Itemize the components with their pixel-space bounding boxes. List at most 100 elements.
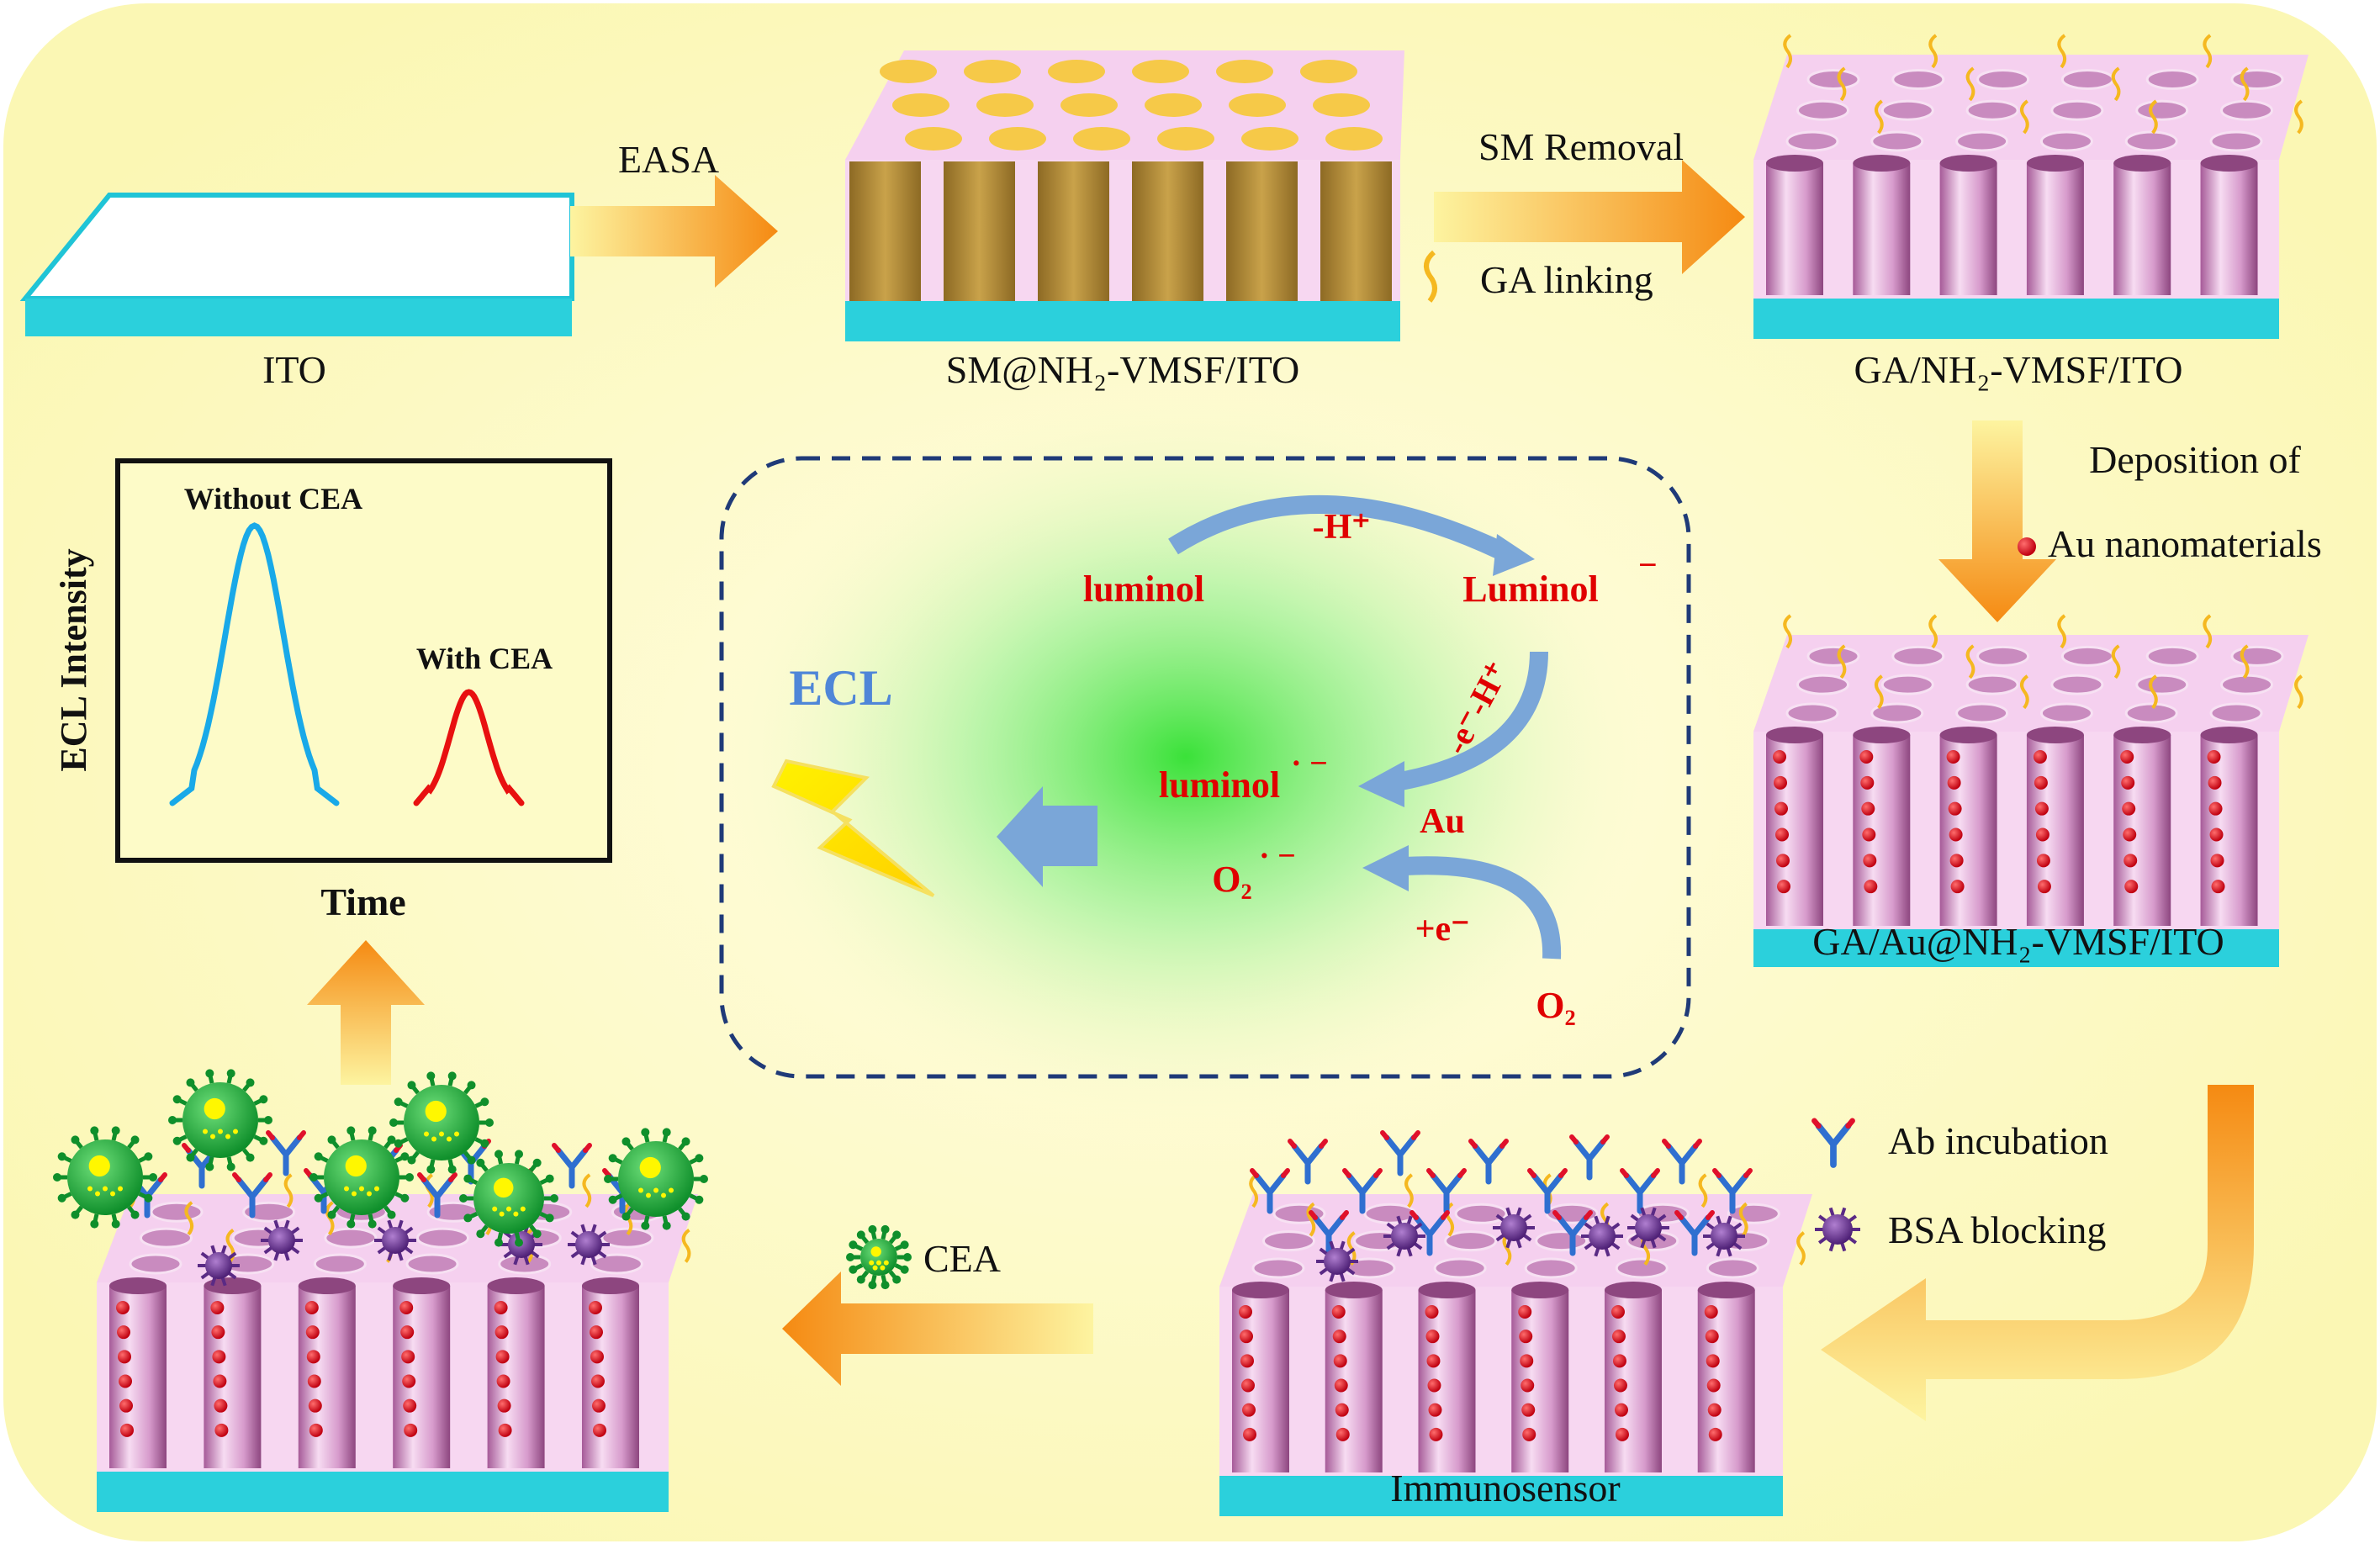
pore-opening [1965, 99, 2019, 121]
pore-channel [2113, 163, 2171, 295]
cea-bound-block [53, 1069, 708, 1512]
template-top [905, 127, 962, 151]
ga-linker [184, 1201, 194, 1236]
pore-opening [2145, 68, 2199, 90]
luminol-anion-charge: − [1638, 546, 1658, 584]
luminol-anion-label: Luminol [1462, 568, 1598, 610]
au-nanoparticle [402, 1374, 416, 1388]
pore-channel [2200, 735, 2258, 926]
au-nanoparticle [403, 1398, 417, 1413]
template-top [989, 127, 1046, 151]
pore-opening [1955, 702, 2009, 724]
au-nanoparticle [214, 1398, 228, 1413]
template-top [1313, 93, 1370, 117]
au-nanoparticle [1428, 1403, 1442, 1417]
au-nanoparticle [1706, 1378, 1721, 1393]
au-nanoparticle [1777, 880, 1790, 894]
ga-linker [2240, 66, 2250, 102]
x-axis-label: Time [320, 880, 405, 923]
au-nanoparticle [2033, 750, 2047, 764]
curved-arrow [1821, 1085, 2254, 1421]
pore-channel [1766, 735, 1823, 926]
pore-rim [1853, 155, 1911, 172]
au-nanoparticle [120, 1423, 134, 1437]
template-top [1060, 93, 1118, 117]
pore-rim [1604, 1282, 1662, 1298]
pore-channel [1697, 1290, 1755, 1472]
pore-rim [1325, 1282, 1383, 1298]
ito-layer [1219, 1476, 1783, 1516]
au-nanoparticle [590, 1350, 604, 1364]
ga-vmsf-label: GA/NH₂-VMSF/ITO [1854, 348, 2183, 391]
au-nanoparticle [2037, 880, 2051, 894]
ga-linker [2240, 644, 2250, 679]
au-nanoparticle [2123, 854, 2138, 868]
au-nanoparticle [1615, 1427, 1629, 1441]
pore-rim [2113, 727, 2171, 743]
ga-linker [1928, 34, 1938, 69]
au-nanoparticle [2208, 775, 2222, 790]
luminol-radical-label: luminol [1159, 764, 1280, 806]
pore-opening [1891, 68, 1945, 90]
pore-opening [242, 1201, 296, 1223]
pore-channel [204, 1286, 262, 1468]
template-top [1157, 127, 1214, 151]
ecl-label: ECL [789, 660, 892, 716]
pore-opening [1262, 1230, 1315, 1252]
ga-linker [1346, 1231, 1357, 1266]
pore-rim [1766, 727, 1823, 743]
au-nanoparticle [2209, 827, 2224, 842]
template-top [1325, 127, 1383, 151]
ga-linker-icon [1424, 250, 1437, 303]
pore-channel [1511, 1290, 1569, 1472]
au-nanoparticle [1425, 1330, 1440, 1344]
pore-rim [204, 1277, 262, 1294]
au-nanoparticle [2211, 880, 2225, 894]
pore-channel [393, 1286, 451, 1468]
pore-channel [1853, 163, 1911, 295]
pore-opening [324, 1227, 378, 1249]
au-nanoparticle-icon [2018, 537, 2036, 556]
template-top [1073, 127, 1130, 151]
ito-layer [97, 1472, 669, 1512]
template-top [976, 93, 1034, 117]
series-without-cea-line [169, 522, 340, 806]
pore-opening [2220, 99, 2274, 121]
ga-linker [1783, 34, 1792, 69]
au-nanoparticle [1774, 775, 1787, 790]
superoxide-charge: · − [1259, 838, 1296, 874]
ga-linker [1874, 99, 1884, 135]
au-nanoparticle [2120, 750, 2134, 764]
deposition-label-1: Deposition of [2089, 438, 2301, 481]
ga-linker [2111, 66, 2121, 102]
deprotonation-arrow [1168, 494, 1514, 563]
au-nanoparticle [1946, 750, 1960, 764]
au-catalyst-label: Au [1420, 802, 1465, 841]
pore-opening [2124, 130, 2178, 152]
luminol-label: luminol [1083, 568, 1204, 610]
au-nanoparticle [1334, 1378, 1348, 1393]
pore-channel [109, 1286, 167, 1468]
pore-opening [150, 1201, 204, 1223]
pore-opening [313, 1253, 367, 1275]
au-nanoparticle [305, 1325, 320, 1340]
pore-channel [1939, 735, 1997, 926]
pore-channel [1766, 163, 1823, 295]
pore-opening [1955, 130, 2009, 152]
au-nanoparticle [1706, 1354, 1720, 1368]
ab-incubation-label: Ab incubation [1888, 1119, 2108, 1162]
pore-opening [1796, 674, 1849, 695]
au-nanoparticle [2035, 827, 2049, 842]
au-nanoparticle [1705, 1330, 1719, 1344]
template-top [1216, 60, 1273, 83]
pore-rim [1939, 727, 1997, 743]
au-nanoparticle [401, 1350, 415, 1364]
au-nanoparticle [498, 1423, 512, 1437]
pore-rim [1232, 1282, 1289, 1298]
sm-vmsf-block [845, 50, 1404, 341]
au-nanoparticle [1707, 1403, 1722, 1417]
pore-rim [298, 1277, 356, 1294]
au-nanoparticle [1429, 1427, 1443, 1441]
ga-au-vmsf-block [1753, 614, 2309, 967]
oxidation-arrow [1394, 651, 1548, 791]
